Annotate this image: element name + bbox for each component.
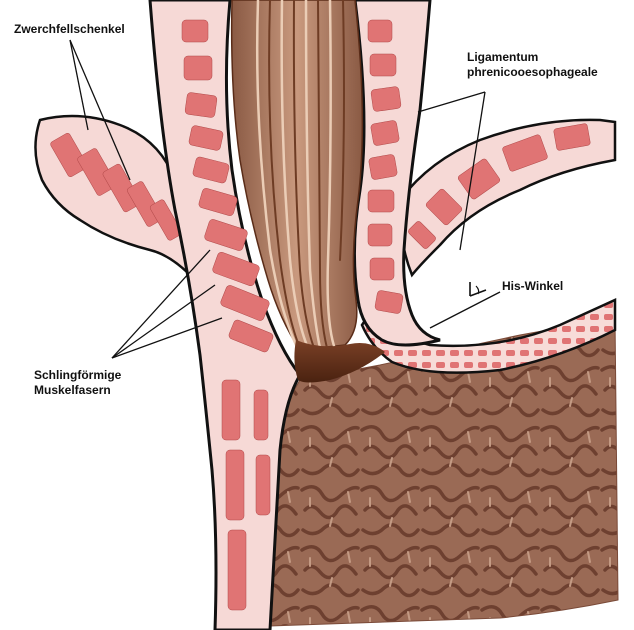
label-ligamentum: Ligamentum phrenicooesophageale <box>467 50 598 80</box>
label-ligamentum-line1: Ligamentum <box>467 50 598 65</box>
label-his-winkel-text: His-Winkel <box>502 279 563 294</box>
label-schlingfoermige-line2: Muskelfasern <box>34 383 121 398</box>
label-schlingfoermige-line1: Schlingförmige <box>34 368 121 383</box>
label-ligamentum-line2: phrenicooesophageale <box>467 65 598 80</box>
label-his-winkel: His-Winkel <box>502 279 563 294</box>
label-zwerchfellschenkel-text: Zwerchfellschenkel <box>14 22 125 37</box>
label-schlingfoermige-muskelfasern: Schlingförmige Muskelfasern <box>34 368 121 398</box>
label-zwerchfellschenkel: Zwerchfellschenkel <box>14 22 125 37</box>
